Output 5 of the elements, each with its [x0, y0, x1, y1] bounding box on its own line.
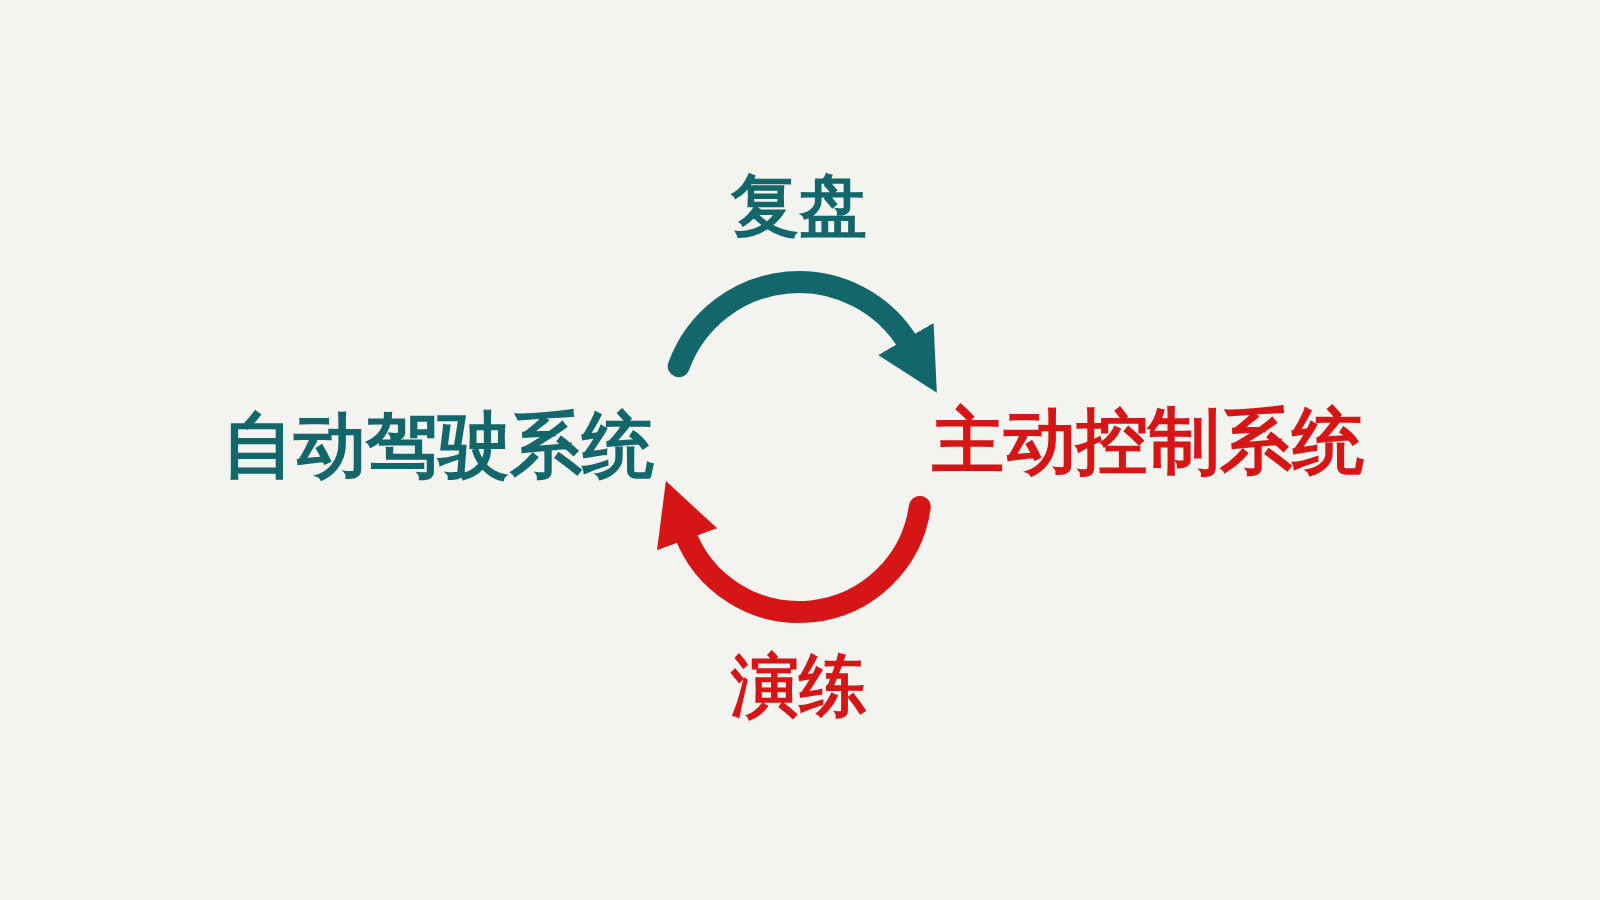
curved-arrow [667, 271, 940, 391]
system-label: 主动控制系统 [932, 404, 1364, 480]
edge-label: 演练 [731, 650, 867, 722]
edge-label: 复盘 [731, 170, 867, 242]
system-label: 自动驾驶系统 [222, 408, 654, 484]
